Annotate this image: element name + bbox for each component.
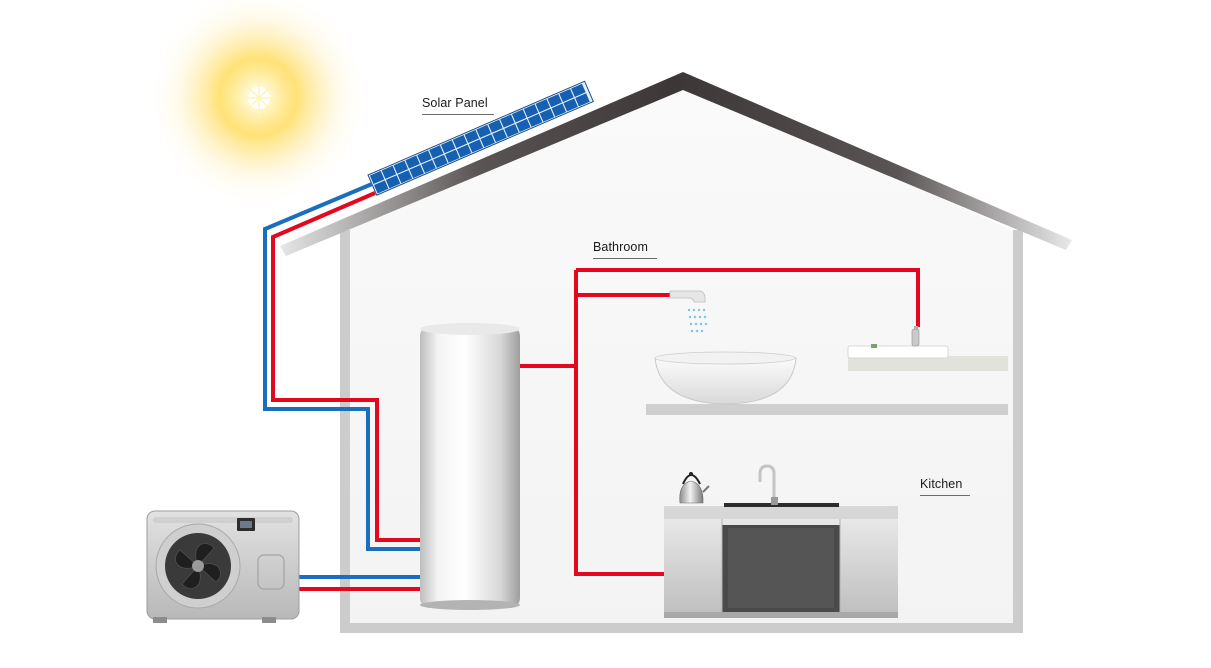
heat-pump-icon bbox=[146, 510, 300, 623]
solar-cell bbox=[511, 109, 527, 123]
solar-cell bbox=[504, 124, 519, 138]
faucet-icon bbox=[911, 326, 920, 347]
solar-cell bbox=[429, 145, 444, 159]
solar-panel-icon bbox=[367, 80, 594, 196]
cold-water-pipe bbox=[263, 182, 420, 579]
solar-cell bbox=[563, 98, 578, 112]
solar-cell bbox=[452, 135, 468, 149]
solar-cell bbox=[559, 88, 574, 103]
solar-cell bbox=[373, 180, 389, 194]
solar-panel-label: Solar Panel bbox=[422, 96, 494, 115]
solar-cell bbox=[405, 155, 420, 169]
sink-icon bbox=[847, 326, 1008, 371]
kettle-icon bbox=[679, 472, 710, 504]
solar-cell bbox=[575, 93, 590, 107]
solar-cell bbox=[535, 99, 551, 113]
solar-cell bbox=[551, 103, 567, 117]
water-tank-icon bbox=[420, 323, 520, 610]
solar-cell bbox=[516, 118, 531, 133]
hot-water-pipe bbox=[271, 191, 920, 591]
solar-cell bbox=[468, 139, 484, 153]
solar-cell bbox=[381, 165, 397, 179]
solar-cell bbox=[464, 129, 480, 144]
kitchen-label: Kitchen bbox=[920, 477, 970, 496]
solar-cell bbox=[480, 134, 496, 148]
sun-icon bbox=[146, 0, 370, 209]
solar-cell bbox=[527, 113, 543, 127]
solar-cell bbox=[433, 154, 448, 168]
faucet-icon bbox=[758, 464, 778, 505]
solar-cell bbox=[440, 140, 456, 154]
solar-cell bbox=[385, 175, 401, 189]
solar-cell bbox=[547, 94, 562, 108]
solar-cell bbox=[409, 164, 424, 179]
solar-cell bbox=[476, 124, 491, 138]
solar-cell bbox=[492, 129, 507, 143]
shower-icon bbox=[669, 290, 708, 333]
basin-icon bbox=[654, 351, 797, 405]
solar-cell bbox=[523, 104, 539, 118]
solar-cell bbox=[500, 114, 515, 128]
solar-cell bbox=[488, 119, 503, 133]
solar-cell bbox=[397, 170, 413, 184]
bathroom-label: Bathroom bbox=[593, 240, 657, 259]
solar-cell bbox=[571, 83, 586, 97]
solar-cell bbox=[456, 144, 472, 158]
solar-cell bbox=[421, 159, 436, 174]
solar-cell bbox=[393, 160, 409, 174]
solar-cell bbox=[417, 150, 432, 164]
kitchen-cabinet-icon bbox=[664, 503, 898, 618]
solar-cell bbox=[369, 170, 385, 185]
solar-cell bbox=[539, 108, 555, 122]
solar-cell bbox=[445, 149, 460, 163]
